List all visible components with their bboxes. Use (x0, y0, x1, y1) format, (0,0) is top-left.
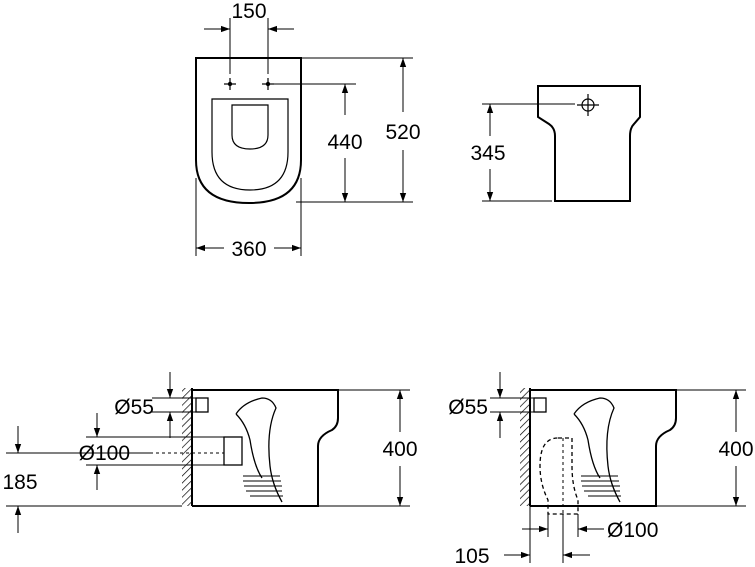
top-view: 150 440 520 360 (195, 0, 421, 261)
water-lines-2 (581, 475, 621, 497)
dim-width-label: 360 (231, 238, 266, 261)
side-view-horizontal: Ø55 Ø100 185 400 (2, 372, 418, 533)
dim-hole-spacing-label: 150 (231, 0, 266, 23)
water-lines (243, 475, 283, 497)
pan-outline-2 (530, 389, 677, 507)
inlet-connector-2 (533, 397, 547, 413)
pan-outline (192, 389, 339, 507)
wall-hatch (182, 388, 192, 506)
outlet-connector (223, 436, 243, 466)
dim-360: 360 (195, 178, 302, 261)
dim-440: 440 (327, 84, 363, 202)
dim-inlet-diameter-label: Ø55 (114, 396, 154, 419)
rim-outline (211, 98, 289, 191)
front-outline (537, 85, 641, 202)
fixing-hole-left-icon (224, 78, 236, 90)
vertical-outlet-pipe (539, 437, 579, 515)
inlet-connector (195, 397, 209, 413)
dim-hole-to-front-label: 440 (327, 131, 362, 154)
wall-hatch-2 (520, 388, 530, 506)
front-view: 345 (470, 85, 641, 202)
dim-520: 520 (385, 58, 421, 202)
dim-345: 345 (470, 104, 506, 201)
dim-total-depth-label: 520 (385, 121, 420, 144)
dim-outlet-height-label: 185 (2, 471, 37, 494)
dim-outlet-offset-label: 105 (454, 545, 489, 567)
dim-front-height-label: 345 (470, 142, 505, 165)
dim-side-height-label-2: 400 (718, 438, 753, 461)
fixing-hole-right-icon (262, 78, 274, 90)
dim-outlet-diameter-label-2: Ø100 (607, 519, 658, 542)
side-view-vertical: Ø55 400 Ø100 105 (448, 372, 754, 567)
dim-side-height-label: 400 (382, 438, 417, 461)
dim-150: 150 (204, 0, 294, 74)
fixing-point-icon (577, 94, 599, 116)
dim-inlet-diameter-label-2: Ø55 (448, 396, 488, 419)
bowl-opening (231, 104, 269, 150)
bowl-outline (195, 57, 302, 205)
